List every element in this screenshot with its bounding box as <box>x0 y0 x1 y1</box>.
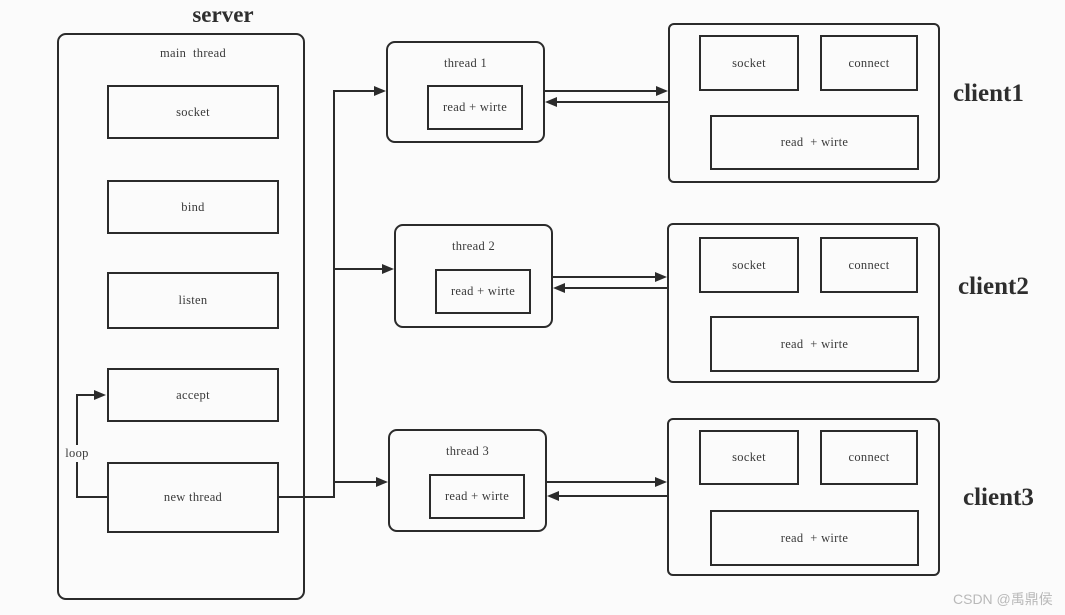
thread2-readwrite-label: read + wirte <box>450 284 516 298</box>
client3-connect-box: connect <box>820 430 918 485</box>
watermark: CSDN @禹鼎侯 <box>953 591 1053 607</box>
client3-title: client3 <box>963 484 1034 511</box>
client3-to-thread3-arrowhead-icon <box>547 491 559 501</box>
feeder-arrowhead-thread1-icon <box>374 86 386 96</box>
client3-connect-label: connect <box>848 450 890 464</box>
client2-socket-label: socket <box>732 257 766 272</box>
feeder-line-thread3 <box>333 481 377 483</box>
server-step-new-thread: new thread <box>107 462 279 533</box>
server-box <box>57 33 305 600</box>
client1-readwrite-label: read + wirte <box>780 135 849 149</box>
server-step-accept: accept <box>107 368 279 422</box>
server-step-new-thread-label: new thread <box>163 490 223 504</box>
client3-to-thread3-line <box>559 495 667 497</box>
thread2-readwrite-box: read + wirte <box>435 269 531 314</box>
client1-to-thread1-line <box>557 101 668 103</box>
server-step-bind-label: bind <box>181 199 205 214</box>
client1-socket-label: socket <box>732 55 766 70</box>
server-step-accept-label: accept <box>176 387 210 402</box>
client2-readwrite-label: read + wirte <box>780 336 849 351</box>
client1-box: socket connect read + wirte <box>668 23 940 183</box>
thread3-to-client3-line <box>547 481 656 483</box>
feeder-line-thread1 <box>333 90 375 92</box>
new-thread-out-line <box>279 496 335 498</box>
client3-socket-box: socket <box>699 430 799 485</box>
thread1-title: thread 1 <box>443 56 487 70</box>
client1-readwrite-box: read + wirte <box>710 115 919 170</box>
server-step-bind: bind <box>107 180 279 234</box>
feeder-arrowhead-thread2-icon <box>382 264 394 274</box>
client2-to-thread2-line <box>565 287 667 289</box>
client3-readwrite-box: read + wirte <box>710 510 919 566</box>
client2-readwrite-box: read + wirte <box>710 316 919 372</box>
client3-socket-label: socket <box>732 450 766 464</box>
client1-connect-label: connect <box>848 55 890 70</box>
thread3-title: thread 3 <box>445 444 489 458</box>
server-step-listen: listen <box>107 272 279 329</box>
client2-box: socket connect read + wirte <box>667 223 940 383</box>
client2-connect-label: connect <box>848 257 890 272</box>
thread2-to-client2-line <box>553 276 656 278</box>
client1-to-thread1-arrowhead-icon <box>545 97 557 107</box>
client3-readwrite-label: read + wirte <box>780 530 849 545</box>
thread-spine-line <box>333 91 335 498</box>
loop-line-bottom <box>76 496 107 498</box>
client1-socket-box: socket <box>699 35 799 91</box>
thread1-to-client1-line <box>545 90 657 92</box>
thread1-readwrite-label: read + wirte <box>442 100 508 114</box>
server-step-listen-label: listen <box>178 293 208 307</box>
client2-connect-box: connect <box>820 237 918 293</box>
server-title: server <box>192 2 254 27</box>
loop-label: loop <box>61 445 93 462</box>
thread2-box: thread 2 read + wirte <box>394 224 553 328</box>
thread3-readwrite-box: read + wirte <box>429 474 525 519</box>
loop-line-top <box>76 394 96 396</box>
client1-connect-box: connect <box>820 35 918 91</box>
feeder-line-thread2 <box>333 268 383 270</box>
server-step-socket: socket <box>107 85 279 139</box>
client1-title: client1 <box>953 80 1024 107</box>
thread3-box: thread 3 read + wirte <box>388 429 547 532</box>
thread1-box: thread 1 read + wirte <box>386 41 545 143</box>
thread1-readwrite-box: read + wirte <box>427 85 523 130</box>
loop-arrowhead-icon <box>94 390 106 400</box>
thread2-to-client2-arrowhead-icon <box>655 272 667 282</box>
thread3-to-client3-arrowhead-icon <box>655 477 667 487</box>
client3-box: socket connect read + wirte <box>667 418 940 576</box>
thread1-to-client1-arrowhead-icon <box>656 86 668 96</box>
thread2-title: thread 2 <box>451 239 495 253</box>
feeder-arrowhead-thread3-icon <box>376 477 388 487</box>
thread3-readwrite-label: read + wirte <box>444 489 510 503</box>
client2-title: client2 <box>958 273 1029 300</box>
main-thread-label: main thread <box>159 46 227 60</box>
server-step-socket-label: socket <box>176 104 210 119</box>
client2-to-thread2-arrowhead-icon <box>553 283 565 293</box>
client2-socket-box: socket <box>699 237 799 293</box>
